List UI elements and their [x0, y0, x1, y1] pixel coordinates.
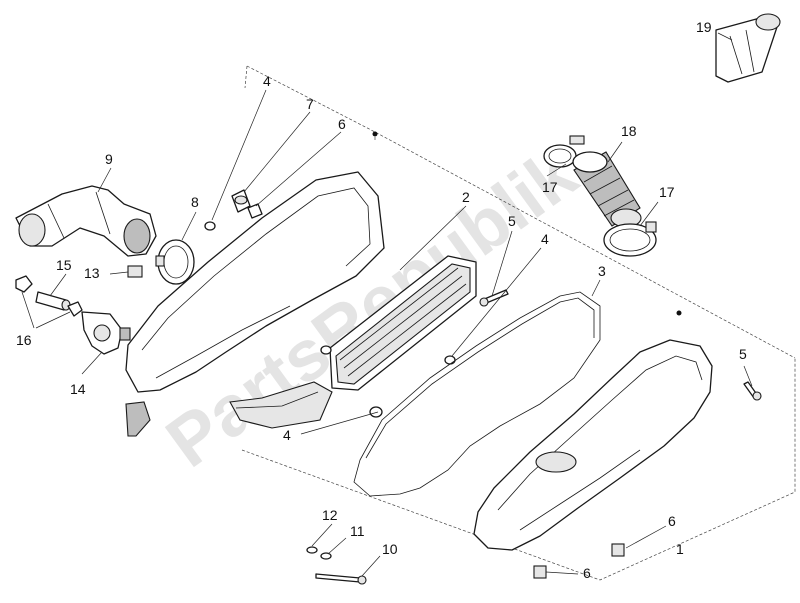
- rubber-plug: [231, 189, 251, 213]
- seal-gasket: [353, 291, 601, 497]
- drain-tube: [715, 13, 781, 83]
- clip-6-lower-a: [611, 543, 625, 557]
- washer-11: [320, 552, 332, 560]
- washer-12: [306, 546, 318, 554]
- callout-17-right: 17: [659, 184, 675, 200]
- small-hose: [35, 291, 71, 311]
- callout-13: 13: [84, 265, 100, 281]
- leader-lines: [21, 32, 753, 577]
- callout-4-mid: 4: [541, 231, 549, 247]
- callout-15: 15: [56, 257, 72, 273]
- callout-9: 9: [105, 151, 113, 167]
- callout-8: 8: [191, 194, 199, 210]
- screw-5-right: [743, 381, 762, 401]
- intake-duct: [15, 185, 157, 257]
- callout-12: 12: [322, 507, 338, 523]
- grommet-upper: [204, 221, 216, 231]
- air-box-cover: [473, 339, 713, 551]
- callout-5-left: 5: [508, 213, 516, 229]
- callouts: 1 2 3 4 4 4 5 5 6 6 6 7 8 9 10 11 12 13 …: [16, 19, 747, 581]
- callout-11: 11: [350, 523, 365, 539]
- callout-6-bottom: 6: [583, 565, 591, 581]
- callout-4-bottom: 4: [283, 427, 291, 443]
- callout-1: 1: [676, 541, 684, 557]
- callout-19: 19: [696, 19, 712, 35]
- callout-2: 2: [462, 189, 470, 205]
- callout-6-top: 6: [338, 116, 346, 132]
- breather-valve: [81, 311, 131, 355]
- screw-5-left: [479, 289, 509, 307]
- clamp-17-left: [543, 135, 585, 168]
- cap-16a: [15, 275, 33, 293]
- grommet-lower-c: [369, 406, 383, 418]
- clip-upper: [247, 203, 263, 219]
- clamp-17-right: [603, 221, 657, 257]
- callout-7: 7: [306, 96, 314, 112]
- callout-16: 16: [16, 332, 32, 348]
- callout-4-top: 4: [263, 73, 271, 89]
- callout-18: 18: [621, 123, 637, 139]
- filter-element: [329, 255, 477, 391]
- callout-14: 14: [70, 381, 86, 397]
- callout-17-left: 17: [542, 179, 558, 195]
- grommet-lower-a: [320, 345, 332, 355]
- grommet-lower-b: [444, 355, 456, 365]
- cap-16b: [67, 301, 83, 317]
- hose-clamp: [155, 239, 195, 285]
- screw-10: [315, 573, 367, 585]
- air-box-housing: [125, 171, 385, 437]
- ref-dot-1: [372, 131, 378, 137]
- callout-3: 3: [598, 263, 606, 279]
- callout-5-right: 5: [739, 346, 747, 362]
- callout-6-right: 6: [668, 513, 676, 529]
- clip-13: [127, 265, 143, 278]
- bellows-sleeve: [572, 151, 642, 228]
- ref-dot-2: [676, 310, 682, 316]
- callout-10: 10: [382, 541, 398, 557]
- clip-6-lower-b: [533, 565, 547, 579]
